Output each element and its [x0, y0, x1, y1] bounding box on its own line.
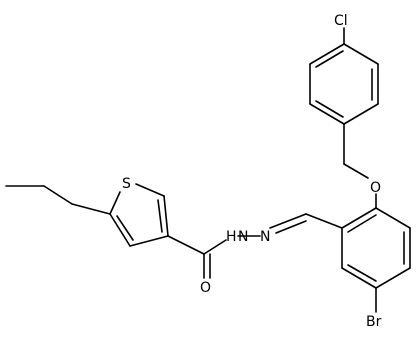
bond [275, 220, 307, 234]
bond [269, 213, 307, 229]
carbonyl-oxygen-label: O [200, 280, 211, 296]
sulfur-label: S [122, 176, 131, 192]
bond [157, 199, 163, 233]
thiophene-ring [109, 183, 169, 247]
bond [375, 267, 411, 289]
bond [203, 239, 227, 255]
imine-nitrogen-label: N [260, 229, 270, 245]
bond [71, 203, 111, 215]
bond [343, 103, 379, 125]
bond [309, 43, 345, 65]
bond [109, 213, 131, 247]
bond [343, 43, 379, 65]
amide-hydrogen-label: H [226, 229, 237, 245]
bond [343, 163, 369, 179]
bond [116, 215, 134, 241]
bond [305, 213, 343, 229]
bond [129, 235, 169, 247]
bromophenyl-ring [341, 207, 411, 289]
bond [375, 207, 411, 229]
bond [309, 103, 345, 125]
bond [315, 100, 344, 118]
bond [341, 207, 377, 229]
chlorophenyl-ring [309, 43, 379, 125]
bond [347, 264, 377, 282]
bond [315, 50, 344, 68]
bond [109, 191, 121, 215]
bromine-label: Br [366, 314, 382, 330]
bond [347, 214, 377, 233]
amide-nitrogen-label: N [238, 229, 248, 245]
bond [167, 235, 205, 255]
oxygen-ether-label: O [370, 180, 381, 196]
bond [163, 195, 169, 237]
chlorine-label: Cl [334, 13, 348, 29]
bond [135, 183, 165, 197]
bond [341, 267, 377, 289]
bond [43, 185, 73, 205]
